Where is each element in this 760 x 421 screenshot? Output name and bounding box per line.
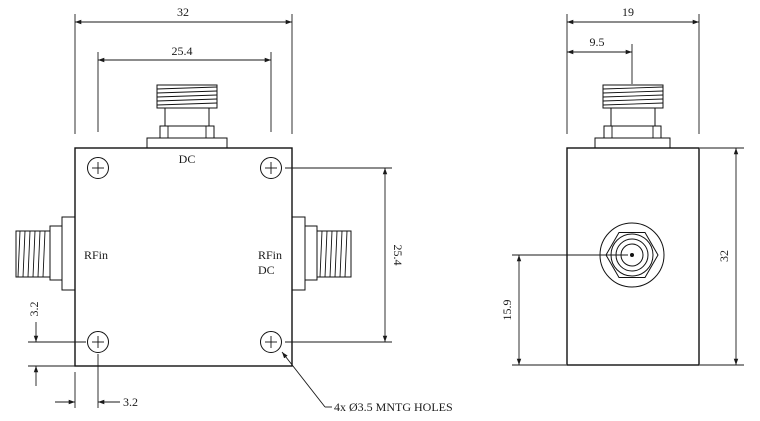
side-dimension-connector-offset: 9.5: [567, 35, 633, 84]
dimension-text: 3.2: [123, 395, 138, 409]
dimension-hole-edge-vertical: 3.2: [27, 302, 86, 386]
dimension-hole-spacing-height: 25.4: [285, 167, 405, 343]
dimension-text: 19: [622, 5, 634, 19]
dimension-hole-edge-horizontal: 3.2: [55, 354, 138, 409]
mounting-holes-callout: 4x Ø3.5 MNTG HOLES: [281, 351, 453, 414]
port-label-rfin-left: RFin: [84, 248, 108, 262]
dimension-text: 25.4: [391, 245, 405, 266]
side-face-connector: [599, 222, 665, 288]
port-label-rfin-right: RFin: [258, 248, 282, 262]
top-connector: [146, 84, 228, 149]
dimension-text: 3.2: [27, 302, 41, 317]
side-dimension-connector-height: 15.9: [500, 254, 628, 366]
dimension-text: 15.9: [500, 300, 514, 321]
side-top-connector: [594, 84, 671, 149]
port-label-dc-right: DC: [258, 263, 275, 277]
left-connector: [15, 216, 76, 291]
dimension-overall-width: 32: [74, 5, 293, 134]
dimension-text: 32: [177, 5, 189, 19]
mounting-hole: [87, 157, 109, 179]
front-body: [74, 147, 293, 367]
callout-text: 4x Ø3.5 MNTG HOLES: [334, 400, 453, 414]
front-view: DC RFin RFin DC 32 25.4 25.4: [15, 5, 453, 414]
dimension-text: 9.5: [590, 35, 605, 49]
dimension-text: 32: [717, 250, 731, 262]
mounting-hole: [87, 331, 109, 353]
port-label-dc-top: DC: [179, 152, 196, 166]
dimension-hole-spacing-width: 25.4: [97, 44, 272, 132]
side-dimension-overall-height: 32: [700, 147, 744, 366]
dimension-text: 25.4: [172, 44, 193, 58]
mounting-hole: [260, 331, 282, 353]
side-dimension-overall-width: 19: [566, 5, 700, 134]
right-connector: [291, 216, 352, 291]
mounting-hole: [260, 157, 282, 179]
side-view: 19 9.5 32 15.9: [500, 5, 744, 366]
